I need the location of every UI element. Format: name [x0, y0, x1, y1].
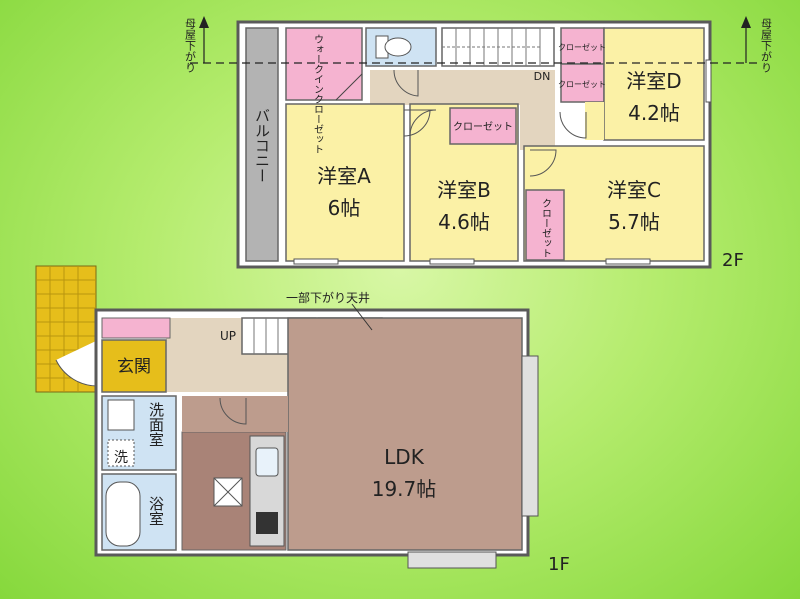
ceiling-note-leader — [351, 303, 373, 331]
door-toilet-2f — [393, 69, 419, 97]
door-room-c — [529, 149, 557, 177]
bathtub — [105, 481, 141, 547]
floor-1f: 一部下がり天井 UP 玄関 洗面室 洗 浴室 LDK 19.7帖 1F — [35, 265, 570, 575]
ceiling-note: 一部下がり天井 — [286, 290, 370, 305]
fridge — [213, 477, 243, 507]
door-room-d — [559, 111, 587, 139]
entrance-genkan — [101, 339, 167, 393]
window-ldk-south — [407, 551, 497, 569]
washbasin — [107, 399, 135, 431]
toilet-2f-bowl — [384, 37, 412, 57]
closet-d1-label: クローゼット — [558, 42, 606, 52]
roof-note-right: 母屋下がり — [760, 18, 773, 73]
room-d — [603, 27, 705, 141]
ldk-floor — [287, 317, 523, 551]
walk-in-closet — [285, 27, 363, 101]
washroom-label: 洗面室 — [147, 402, 165, 447]
floor-1f-label: 1F — [548, 554, 570, 575]
window-ldk-east — [521, 355, 539, 517]
hall-2f-branch — [520, 70, 555, 150]
roof-note-left: 母屋下がり — [184, 18, 197, 73]
washer-label: 洗 — [114, 450, 128, 466]
room-b-size: 4.6帖 — [438, 210, 490, 234]
closet-d2-label: クローゼット — [558, 79, 606, 89]
bathroom-label: 浴室 — [147, 496, 165, 526]
roof-line — [190, 16, 760, 64]
stairs-2f — [441, 27, 555, 67]
room-c-name: 洋室C — [607, 178, 661, 202]
closet-b-label: クローゼット — [453, 121, 513, 133]
balcony-label: バルコニー — [253, 108, 271, 183]
wic-door — [335, 73, 363, 101]
wic-label: ウォークインクローゼット — [312, 34, 324, 154]
stairs-up-label: UP — [220, 329, 236, 343]
ldk-ext — [182, 396, 288, 432]
room-c-size: 5.7帖 — [608, 210, 660, 234]
stove — [256, 512, 278, 534]
room-a-size: 6帖 — [328, 196, 361, 220]
room-d-ext — [585, 102, 604, 140]
door-ldk — [219, 397, 247, 425]
ldk-name: LDK — [384, 445, 425, 469]
room-a — [285, 103, 405, 262]
ldk-size: 19.7帖 — [372, 477, 437, 501]
washer-space — [107, 439, 135, 467]
floor-2f: 母屋下がり 母屋下がり バルコニー ウォークインクローゼット DN クローゼット… — [184, 16, 773, 271]
window-room-b — [429, 258, 475, 265]
closet-d1 — [560, 27, 605, 65]
floor-2f-label: 2F — [722, 250, 744, 271]
room-d-name: 洋室D — [626, 69, 681, 93]
stairs-dn-label: DN — [534, 70, 551, 83]
closet-c-label: クローゼット — [540, 198, 552, 258]
room-b-name: 洋室B — [437, 178, 491, 202]
shoe-storage — [101, 317, 171, 339]
closet-c — [525, 189, 565, 261]
kitchen-sink — [255, 447, 279, 477]
window-room-a — [293, 258, 339, 265]
entrance-label: 玄関 — [117, 357, 151, 377]
room-a-name: 洋室A — [317, 164, 371, 188]
window-room-d — [705, 59, 712, 103]
closet-b — [449, 107, 517, 145]
balcony — [245, 27, 279, 262]
door-room-b — [409, 109, 437, 137]
window-room-c — [605, 258, 651, 265]
room-d-size: 4.2帖 — [628, 101, 680, 125]
